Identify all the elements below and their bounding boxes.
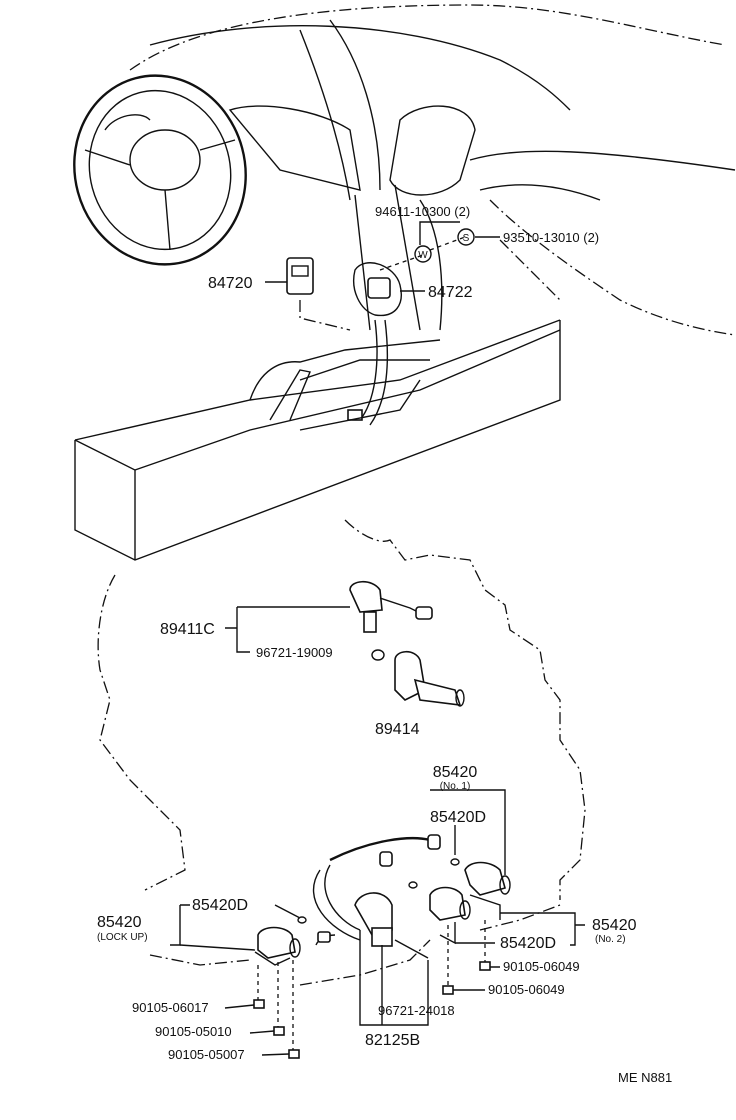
- dashboard-illustration: [73, 4, 736, 561]
- label-84722: 84722: [428, 284, 473, 301]
- w-symbol: W: [414, 245, 432, 263]
- label-85420-no2: 85420: [592, 917, 637, 934]
- label-96721-24018: 96721-24018: [378, 1003, 455, 1018]
- label-85420-lockup-sub: (LOCK UP): [97, 932, 148, 943]
- label-89411c: 89411C: [160, 621, 215, 638]
- label-90105-06049-b: 90105-06049: [488, 982, 565, 997]
- label-84720: 84720: [208, 275, 253, 292]
- label-90105-06017: 90105-06017: [132, 1000, 209, 1015]
- label-85420d-top: 85420D: [430, 809, 486, 826]
- svg-text:W: W: [418, 250, 428, 261]
- label-89414: 89414: [375, 721, 420, 738]
- label-85420-no2-sub: (No. 2): [595, 934, 626, 945]
- diagram-code: ME N881: [618, 1070, 672, 1085]
- label-96721-19009: 96721-19009: [256, 645, 333, 660]
- transmission-illustration: [97, 519, 586, 1059]
- label-90105-06049-a: 90105-06049: [503, 959, 580, 974]
- label-93510: 93510-13010 (2): [503, 230, 599, 245]
- label-90105-05010: 90105-05010: [155, 1024, 232, 1039]
- label-85420-lockup: 85420: [97, 914, 142, 931]
- label-85420-no1-sub: (No. 1): [440, 781, 471, 792]
- label-94611: 94611-10300 (2): [375, 204, 470, 219]
- label-85420d-left: 85420D: [192, 897, 248, 914]
- label-85420d-right: 85420D: [500, 935, 556, 952]
- s-symbol: S: [457, 228, 475, 246]
- svg-text:S: S: [463, 233, 470, 244]
- label-82125b: 82125B: [365, 1032, 420, 1049]
- label-85420-no1: 85420: [433, 764, 478, 781]
- label-90105-05007: 90105-05007: [168, 1047, 245, 1062]
